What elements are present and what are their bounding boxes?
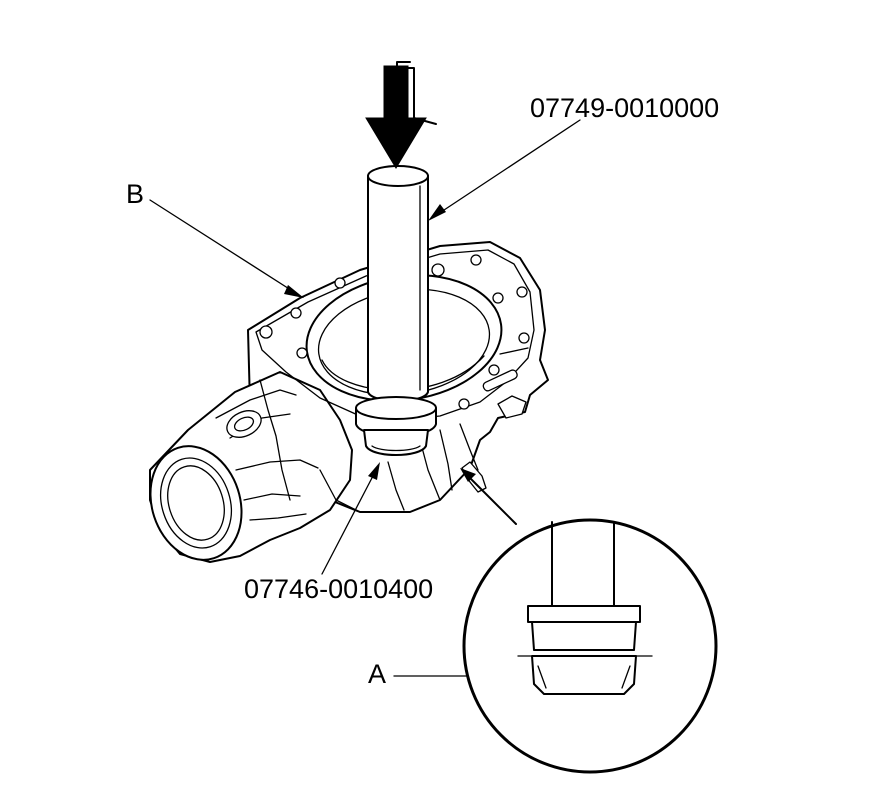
housing-body xyxy=(149,241,549,563)
callout-label-a: A xyxy=(368,659,387,689)
callout-label-b: B xyxy=(126,179,145,209)
part-number-label-driver-attachment: 07746-0010400 xyxy=(244,574,434,604)
driver-handle xyxy=(367,165,429,402)
part-number-label-driver-handle: 07749-0010000 xyxy=(530,93,720,123)
driver-attachment xyxy=(355,396,437,456)
press-direction-arrow-icon xyxy=(365,61,437,169)
detail-magnifier-circle xyxy=(462,518,718,774)
